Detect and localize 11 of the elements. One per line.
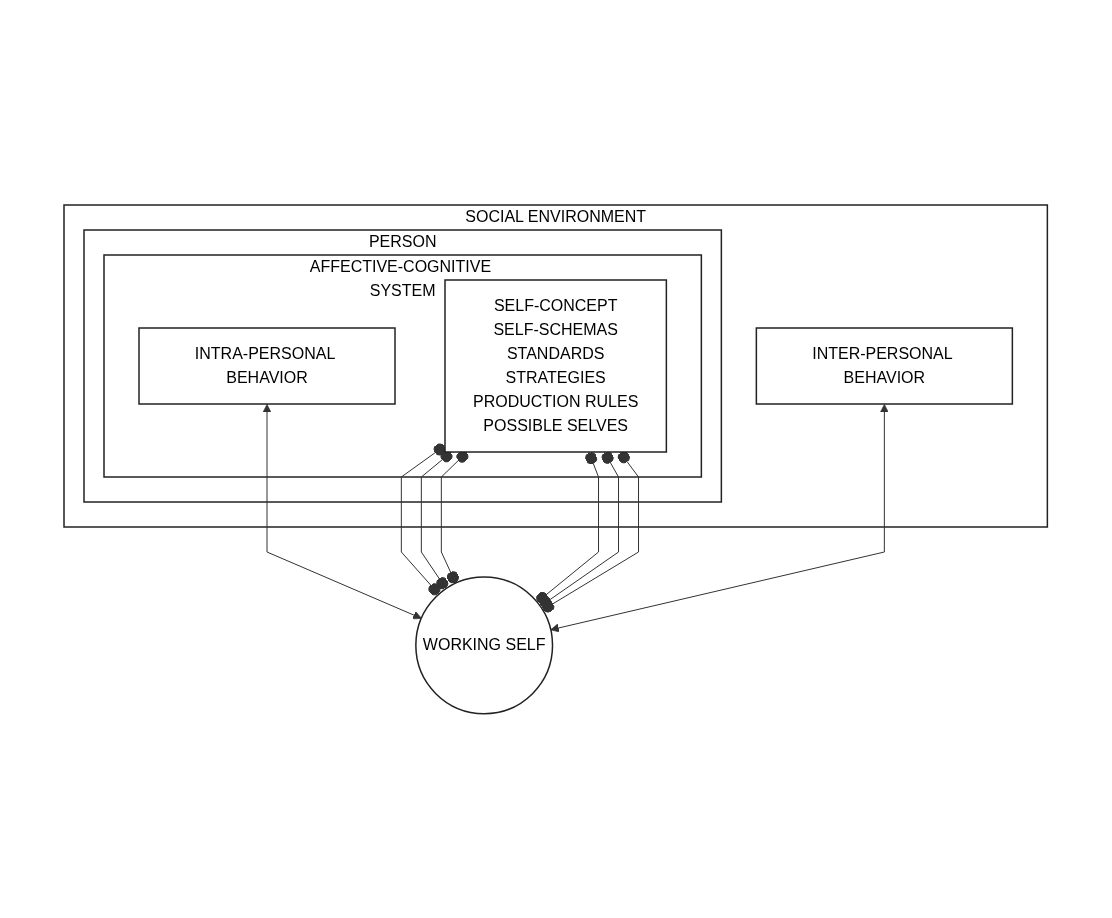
node-box: INTRA-PERSONAL BEHAVIOR (138, 326, 397, 405)
arrow (550, 403, 890, 632)
connector (421, 449, 453, 589)
node-box: INTER-PERSONAL BEHAVIOR (755, 326, 1014, 405)
node-circle: WORKING SELF (415, 575, 554, 715)
connector (401, 443, 446, 595)
connector (536, 451, 600, 604)
connector (441, 450, 469, 584)
connector (542, 450, 640, 613)
arrow (262, 403, 423, 619)
node-box: SELF-CONCEPT SELF-SCHEMAS STANDARDS STRATEGIES PRODUCTION RULES POSSIBLE SELVES (444, 278, 668, 453)
